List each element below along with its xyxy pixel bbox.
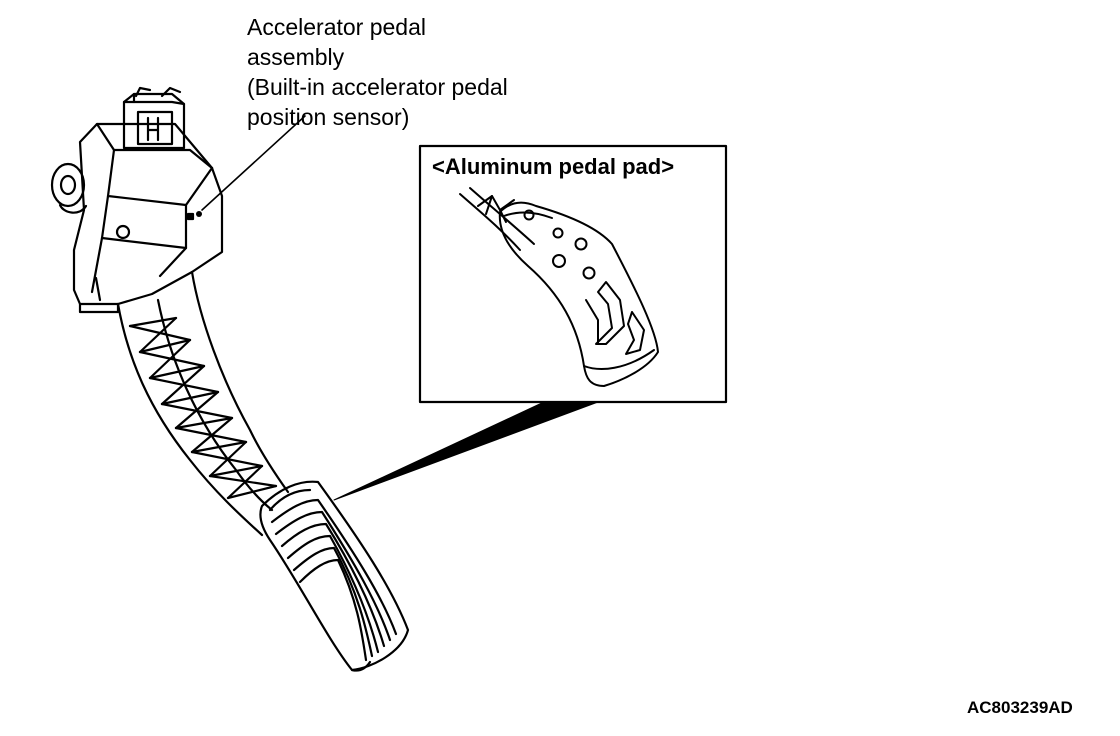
- callout-label-line-1: Accelerator pedal: [247, 14, 426, 40]
- callout-label-line-4: position sensor): [247, 104, 410, 130]
- callout-label: Accelerator pedal assembly (Built-in acc…: [247, 12, 508, 132]
- pedal-pad: [259, 480, 410, 672]
- callout-label-line-3: (Built-in accelerator pedal: [247, 74, 508, 100]
- zoom-wedge: [333, 401, 599, 501]
- inset-title: <Aluminum pedal pad>: [432, 154, 675, 179]
- inset-frame: [418, 144, 728, 404]
- figure-code: AC803239AD: [967, 698, 1073, 717]
- pedal-housing: [50, 86, 224, 314]
- callout-leader-line: [201, 115, 306, 211]
- callout-leader-dot: [196, 211, 202, 217]
- pedal-arm: [116, 270, 290, 537]
- callout-label-line-2: assembly: [247, 44, 345, 70]
- aluminum-pad-detail: [459, 187, 659, 387]
